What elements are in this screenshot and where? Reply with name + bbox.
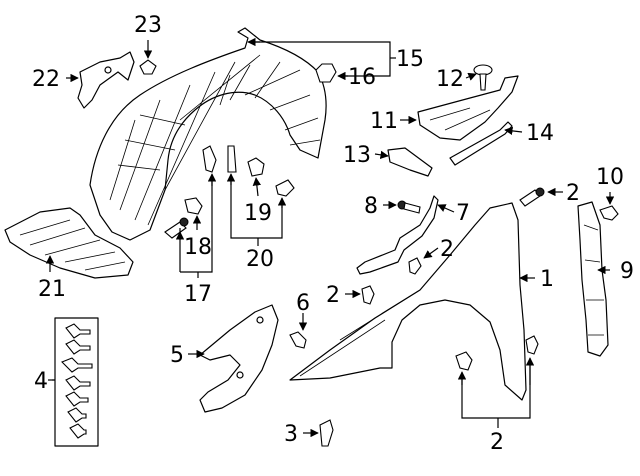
bolt-18 [184,197,203,215]
callout-17: 17 [184,282,212,307]
clip-23 [139,59,157,75]
bolt-2c [361,285,375,305]
callout-4: 4 [34,369,48,394]
callout-21: 21 [38,277,66,302]
bolt-18b [202,145,217,173]
fastener-kit [54,317,99,447]
seal-14 [449,121,513,166]
clip-16 [315,63,337,83]
callout-16: 16 [348,65,376,90]
nut-19 [247,157,265,177]
bolt-6 [289,331,307,349]
bracket-11 [417,75,519,141]
callout-10: 10 [596,165,624,190]
bracket-7 [356,195,439,275]
bolt-2a [519,187,545,207]
callout-3: 3 [284,422,298,447]
callout-22: 22 [32,67,60,92]
callout-8: 8 [364,194,378,219]
callout-9: 9 [620,259,634,284]
callout-2b: 2 [440,237,454,262]
callout-6: 6 [296,291,310,316]
bracket-5 [199,304,279,413]
callout-20: 20 [246,247,274,272]
splash-shield [4,207,134,279]
callout-2d: 2 [490,430,504,455]
bolt-10 [599,205,619,221]
callout-7: 7 [456,201,470,226]
bracket-13 [387,147,433,177]
callout-14: 14 [526,121,554,146]
callout-2c: 2 [326,283,340,308]
callout-5: 5 [170,343,184,368]
callout-23: 23 [134,13,162,38]
callout-2a: 2 [566,181,580,206]
bolt-2d [455,351,473,371]
bolt-2e [525,335,539,355]
fender-liner [89,27,327,241]
callout-18: 18 [184,235,212,260]
stud-20 [227,145,237,173]
bracket-9 [577,201,609,357]
fender [289,202,527,401]
callout-11: 11 [370,109,398,134]
callout-19: 19 [244,201,272,226]
bolt-8 [397,200,421,214]
bolt-17 [164,217,189,239]
callout-13: 13 [343,143,371,168]
callout-15: 15 [396,47,424,72]
bolt-20b [275,179,295,197]
callout-1: 1 [540,267,554,292]
bolt-2b [408,257,422,275]
callout-12: 12 [436,67,464,92]
clip-3 [319,419,334,447]
leader-lines [45,37,615,438]
screw-12 [473,64,493,91]
bracket-22 [77,51,135,109]
